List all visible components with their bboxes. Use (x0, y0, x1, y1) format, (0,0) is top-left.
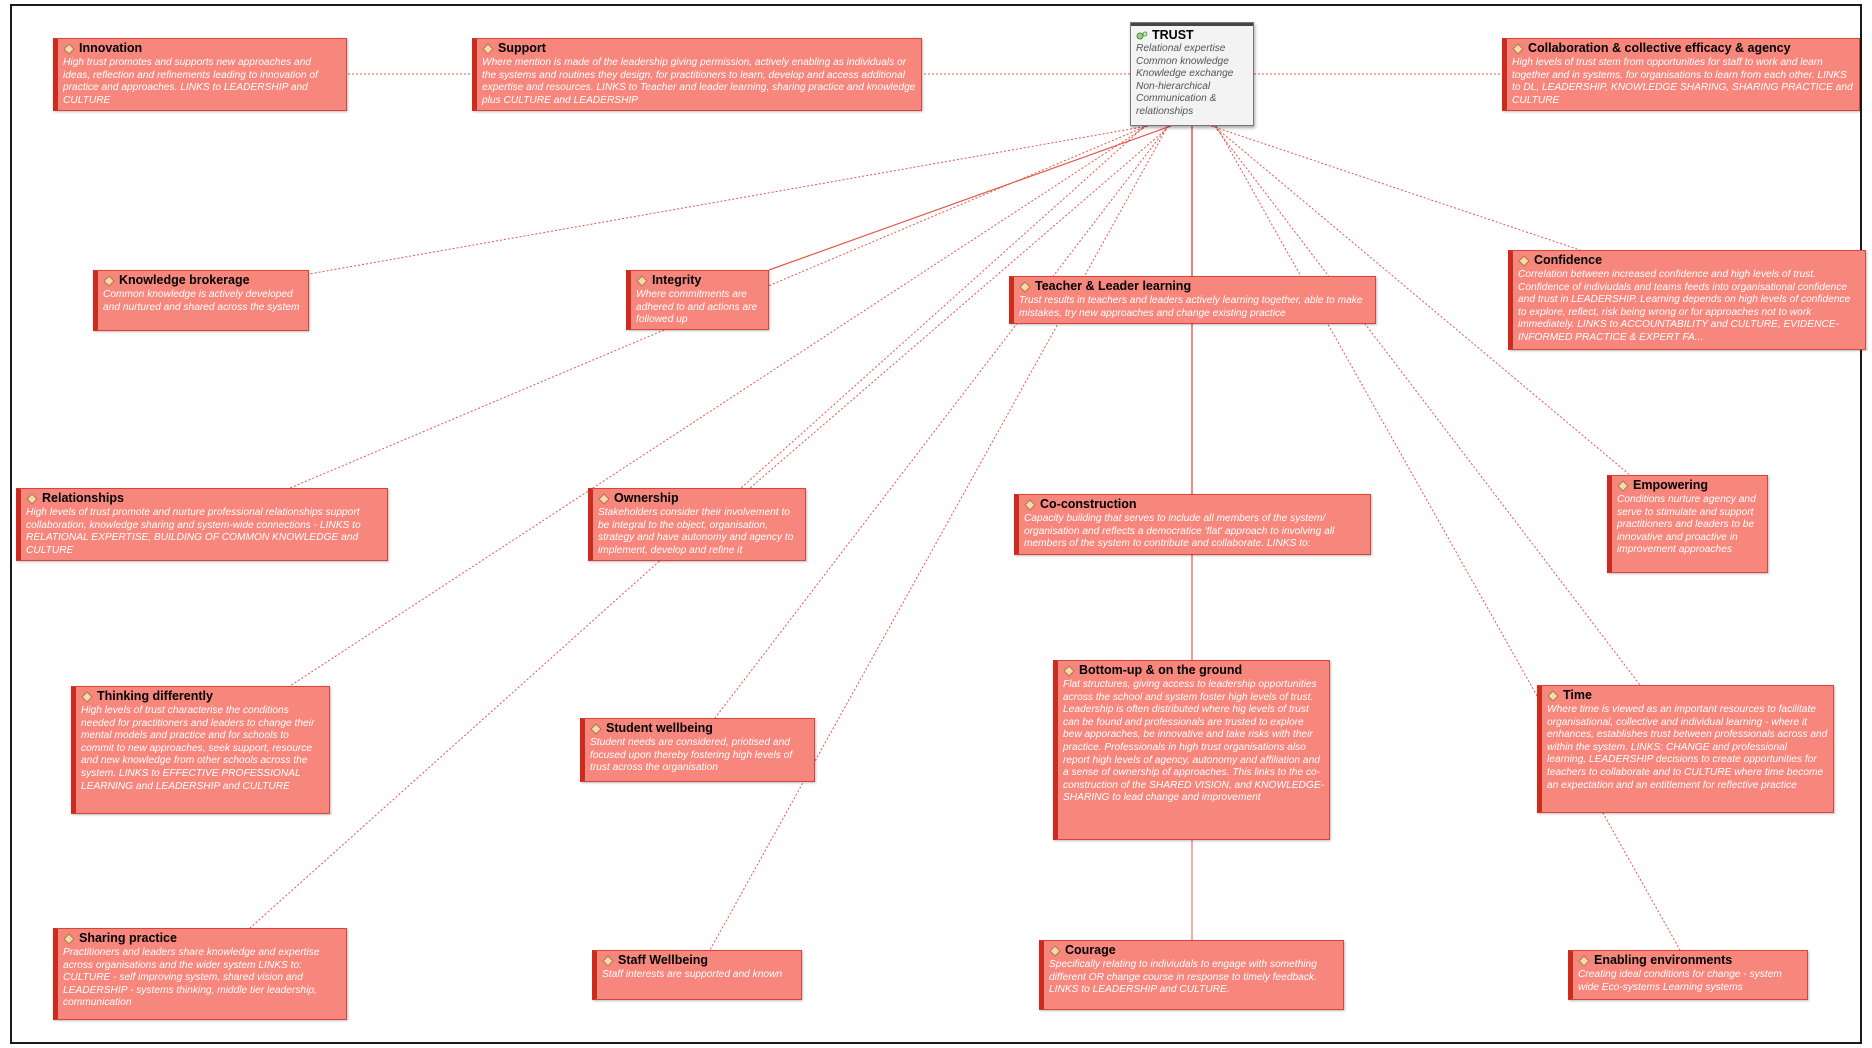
node-description: Staff interests are supported and known (602, 969, 783, 980)
root-node-trust[interactable]: TRUST Relational expertise Common knowle… (1130, 22, 1254, 126)
node-title: Bottom-up & on the ground (1079, 663, 1243, 677)
node-title: Knowledge brokerage (119, 273, 250, 287)
link-staff-wellbeing (709, 125, 1169, 951)
node-description: Common knowledge is actively developed a… (103, 289, 300, 313)
node-description: Where mention is made of the leadership … (482, 57, 916, 106)
root-node-line: Relational expertise (1136, 43, 1226, 54)
hierarchy-node-icon (1518, 254, 1530, 267)
hierarchy-node-icon (590, 722, 602, 735)
node-description: High trust promotes and supports new app… (63, 57, 318, 106)
node-title: Co-construction (1040, 497, 1137, 511)
node-title: Innovation (79, 41, 143, 55)
node-description: Trust results in teachers and leaders ac… (1019, 295, 1363, 319)
node-description: Capacity building that serves to include… (1024, 513, 1335, 550)
node-description: Specifically relating to indiviudals to … (1049, 959, 1317, 996)
link-ownership (749, 125, 1171, 489)
node-title: Time (1563, 688, 1592, 702)
hierarchy-node-icon (1049, 944, 1061, 957)
node-title: Teacher & Leader learning (1035, 279, 1192, 293)
hierarchy-node-icon (482, 42, 494, 55)
link-integrity (768, 125, 1172, 271)
hierarchy-node-icon (1512, 42, 1524, 55)
node-description: Stakeholders consider their involvement … (598, 507, 794, 556)
node-description: Creating ideal conditions for change - s… (1578, 969, 1782, 993)
node-description: Where commitments are adhered to and act… (636, 289, 758, 326)
root-node-icon (1136, 31, 1148, 39)
node-title: Thinking differently (97, 689, 213, 703)
node-description: Correlation between increased confidence… (1518, 269, 1851, 343)
node-description: Conditions nurture agency and serve to s… (1617, 494, 1756, 556)
hierarchy-node-icon (63, 42, 75, 55)
hierarchy-node-icon (63, 932, 75, 945)
node-title: Staff Wellbeing (618, 953, 709, 967)
root-node-line: relationships (1136, 105, 1194, 117)
hierarchy-node-icon (26, 492, 38, 505)
diagram-frame (10, 4, 1862, 1044)
node-title: Support (498, 41, 546, 55)
link-confidence (1211, 125, 1581, 251)
hierarchy-node-icon (1024, 498, 1036, 511)
node-title: Student wellbeing (606, 721, 713, 735)
node-description: High levels of trust promote and nurture… (26, 507, 361, 556)
node-description: Practitioners and leaders share knowledg… (63, 947, 320, 1009)
hierarchy-node-icon (1617, 479, 1629, 492)
hierarchy-node-icon (103, 274, 115, 287)
hierarchy-node-icon (636, 274, 648, 287)
hierarchy-node-icon (81, 690, 93, 703)
node-description: High levels of trust stem from opportuni… (1512, 57, 1853, 106)
link-knowledge-brokerage (308, 125, 1148, 275)
node-title: Courage (1065, 943, 1116, 957)
node-description: Student needs are considered, priotised … (590, 737, 793, 774)
hierarchy-node-icon (1578, 954, 1590, 967)
link-thinking-differently (289, 125, 1148, 687)
root-node-line: Knowledge exchange (1136, 68, 1234, 80)
root-node-line: Common knowledge (1136, 55, 1229, 67)
node-title: Relationships (42, 491, 124, 505)
hierarchy-node-icon (1547, 689, 1559, 702)
root-node-bar (1131, 23, 1253, 26)
link-time (1214, 125, 1641, 686)
hierarchy-node-icon (602, 954, 614, 967)
root-node-line: Non-hierarchical (1136, 80, 1211, 92)
node-title: Sharing practice (79, 931, 177, 945)
node-title: Integrity (652, 273, 702, 287)
hierarchy-node-icon (598, 492, 610, 505)
node-description: High levels of trust characterise the co… (81, 705, 315, 792)
node-title: Enabling environments (1594, 953, 1733, 967)
hierarchy-node-icon (1019, 280, 1031, 293)
node-title: Collaboration & collective efficacy & ag… (1528, 41, 1791, 55)
node-title: Empowering (1633, 478, 1709, 492)
root-node-line: Communication & (1136, 93, 1217, 105)
node-description: Flat structures, giving access to leader… (1063, 679, 1325, 804)
root-node-title: TRUST (1152, 28, 1194, 42)
node-description: Where time is viewed as an important res… (1547, 704, 1828, 791)
hierarchy-node-icon (1063, 664, 1075, 677)
node-title: Ownership (614, 491, 679, 505)
node-title: Confidence (1534, 253, 1603, 267)
link-empowering (1213, 125, 1631, 476)
link-enabling (1215, 125, 1681, 951)
link-student-wellbeing (714, 125, 1169, 719)
node-collaboration[interactable]: Collaboration & collective efficacy & ag… (1502, 38, 1860, 111)
